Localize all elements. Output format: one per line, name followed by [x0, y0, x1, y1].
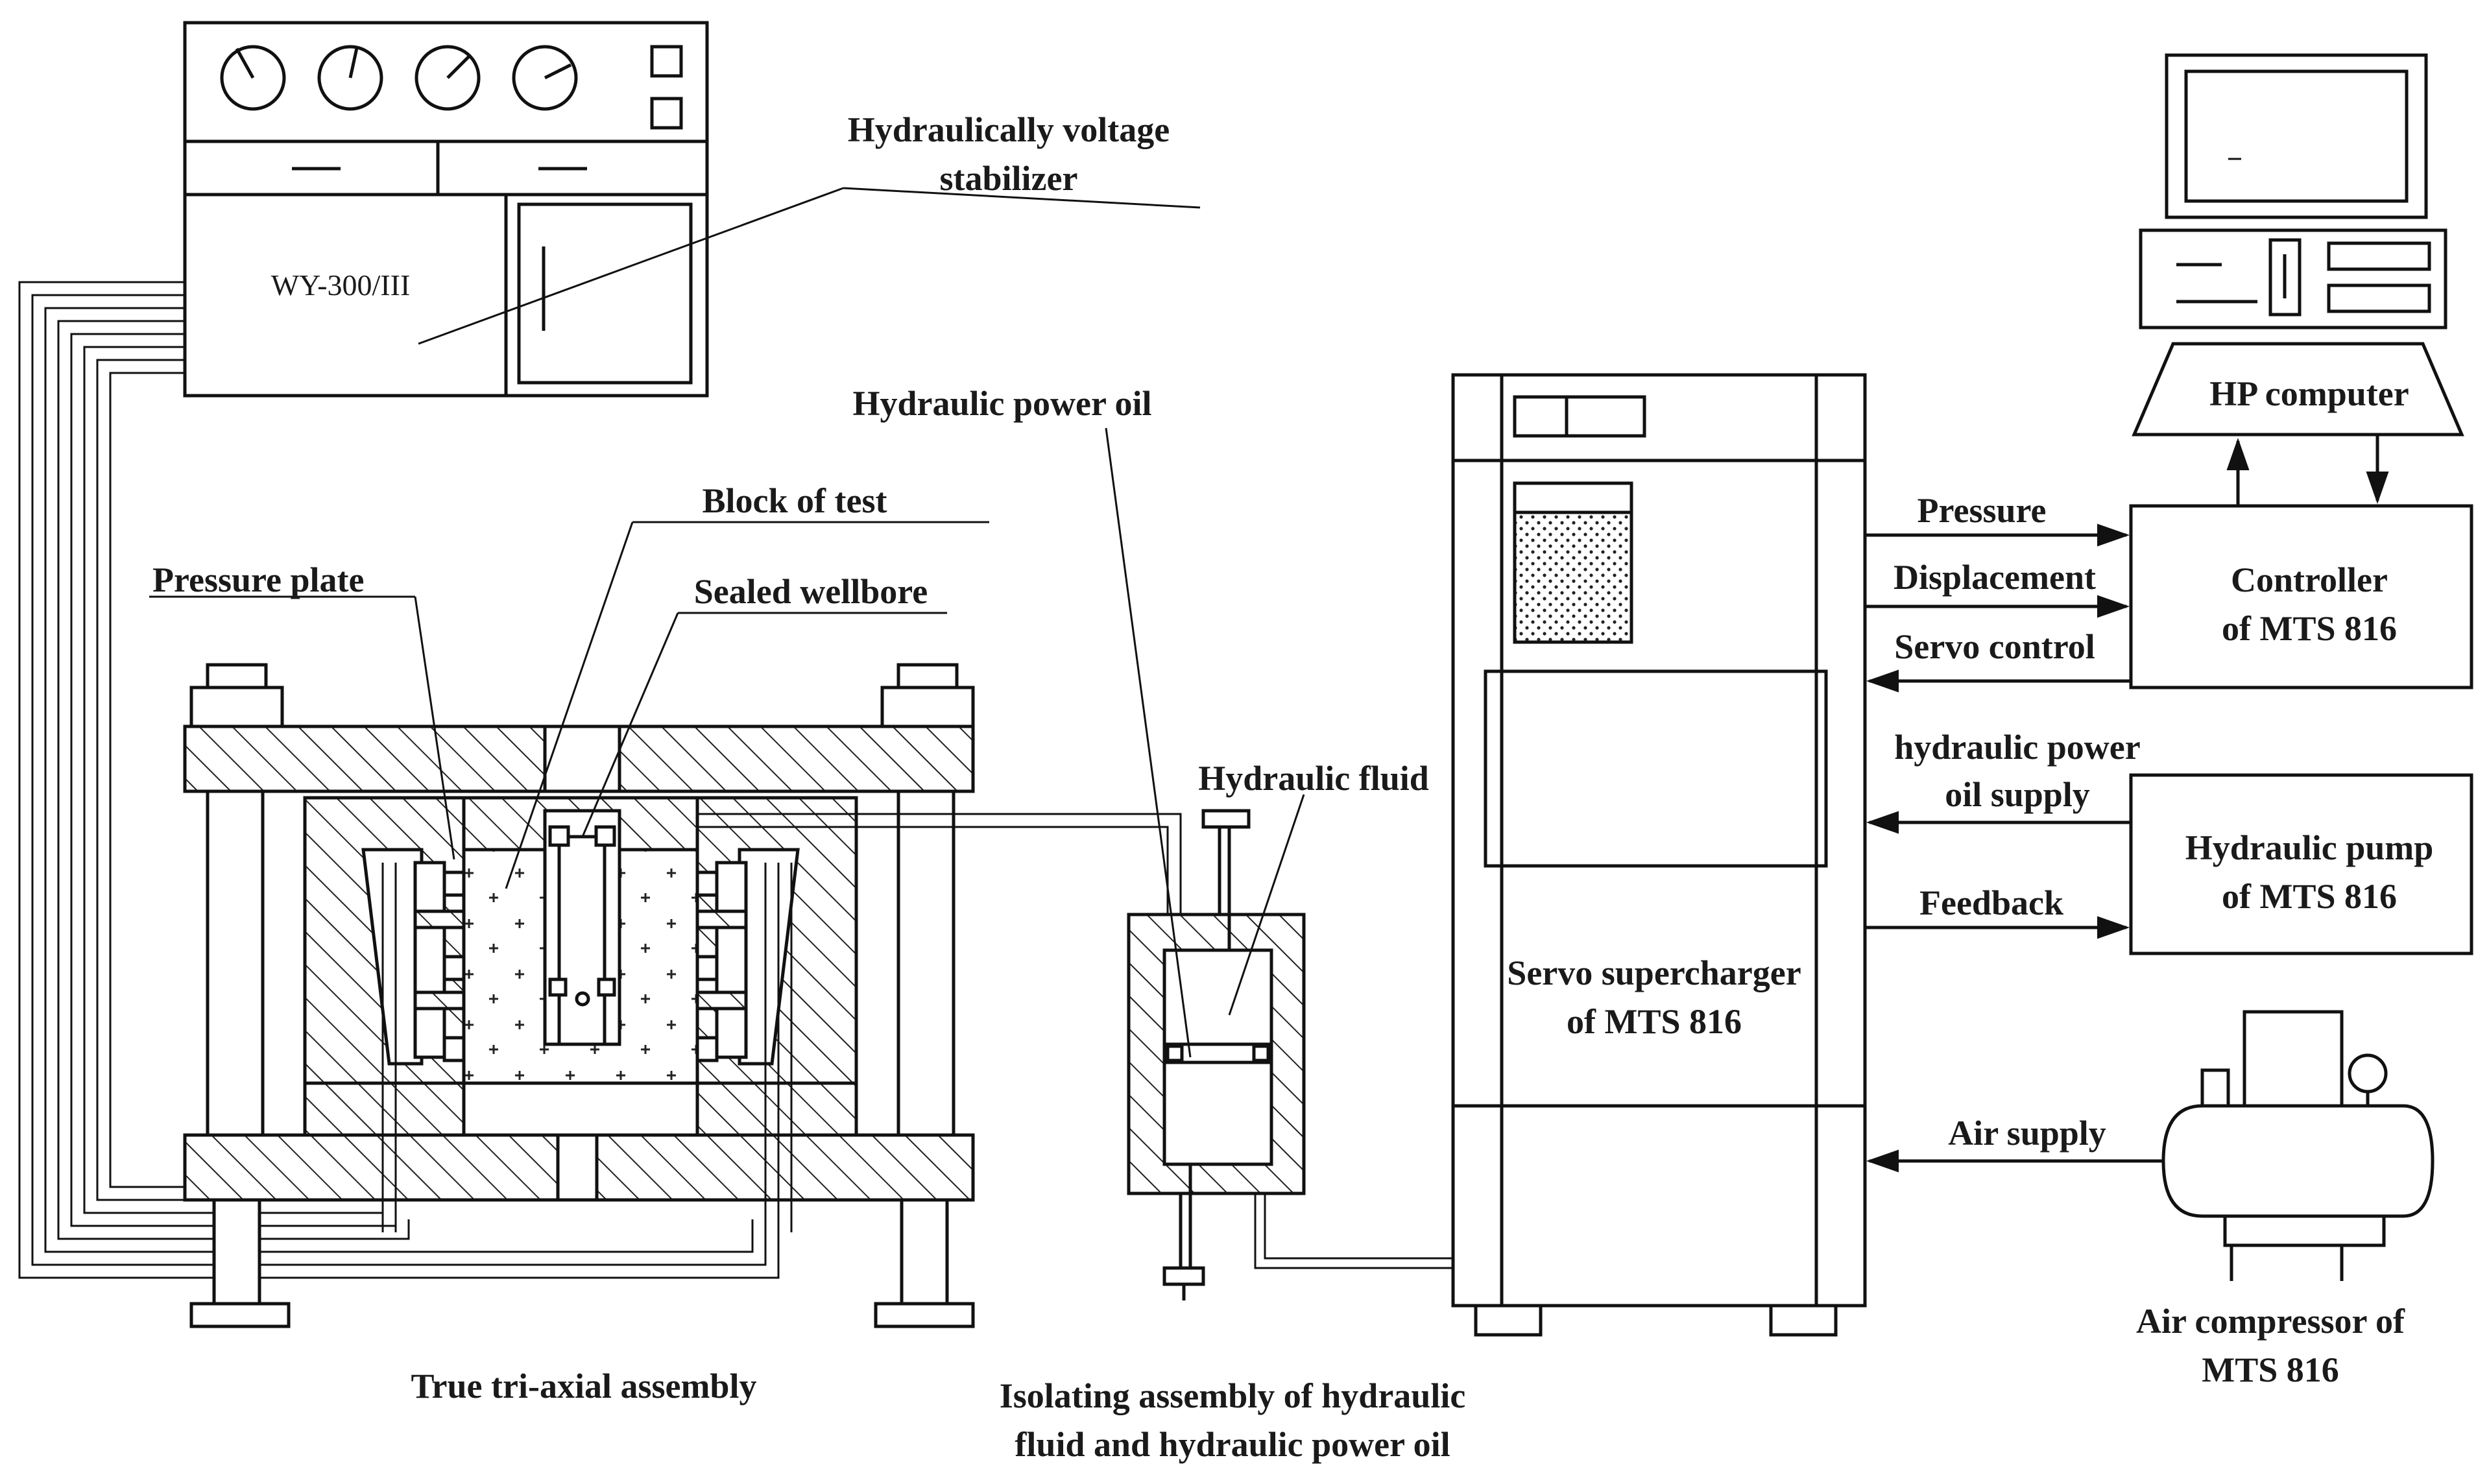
hydraulic-power-oil-label: Hydraulic power oil	[852, 384, 1151, 423]
sealed-wellbore-label: Sealed wellbore	[694, 572, 928, 611]
triaxial-label: True tri-axial assembly	[411, 1367, 757, 1406]
isolating-label-1: Isolating assembly of hydraulic	[1000, 1376, 1466, 1415]
signal-servo-control-label: Servo control	[1894, 627, 2095, 666]
isolating-assembly	[1127, 809, 1453, 1300]
servo-label-1: Servo supercharger	[1507, 953, 1801, 992]
triaxial-assembly	[183, 663, 1182, 1328]
wy-model-label: WY-300/III	[271, 269, 411, 302]
signal-pressure-label: Pressure	[1918, 491, 2047, 530]
signal-oil-supply-label-1: hydraulic power	[1894, 728, 2141, 767]
servo-supercharger: Servo supercharger of MTS 816	[1451, 373, 1867, 1337]
signal-feedback-label: Feedback	[1919, 883, 2063, 922]
block-of-test-label: Block of test	[703, 481, 887, 520]
controller: Controller of MTS 816	[2129, 504, 2473, 689]
hydraulic-fluid-label: Hydraulic fluid	[1198, 759, 1429, 798]
air-compressor-label-2: MTS 816	[2202, 1350, 2339, 1389]
voltage-stabilizer-label-2: stabilizer	[940, 159, 1078, 198]
stabilizer-pipes	[18, 281, 780, 1279]
voltage-stabilizer-label-1: Hydraulically voltage	[848, 110, 1170, 149]
pump-label-2: of MTS 816	[2222, 877, 2397, 916]
pump-label-1: Hydraulic pump	[2185, 828, 2434, 867]
servo-label-2: of MTS 816	[1567, 1002, 1742, 1041]
signal-air-supply-label: Air supply	[1948, 1114, 2106, 1153]
gauge-icon	[220, 45, 578, 111]
signal-oil-supply-label-2: oil supply	[1945, 775, 2090, 814]
voltage-stabilizer: WY-300/III Hydraulically voltage stabili…	[183, 21, 1201, 398]
isolating-label-2: fluid and hydraulic power oil	[1015, 1425, 1450, 1464]
air-compressor: Air compressor of MTS 816	[2136, 1010, 2435, 1389]
hp-computer-label: HP computer	[2209, 374, 2409, 413]
hydraulic-pump: Hydraulic pump of MTS 816	[2129, 773, 2473, 955]
signal-displacement-label: Displacement	[1894, 558, 2096, 597]
hp-computer: HP computer	[2132, 53, 2464, 437]
controller-label-1: Controller	[2231, 560, 2388, 599]
signal-arrows: Pressure Displacement Servo control hydr…	[1865, 491, 2163, 1173]
controller-label-2: of MTS 816	[2222, 609, 2397, 648]
pressure-plate-label: Pressure plate	[152, 560, 364, 599]
air-compressor-label-1: Air compressor of	[2136, 1302, 2405, 1341]
